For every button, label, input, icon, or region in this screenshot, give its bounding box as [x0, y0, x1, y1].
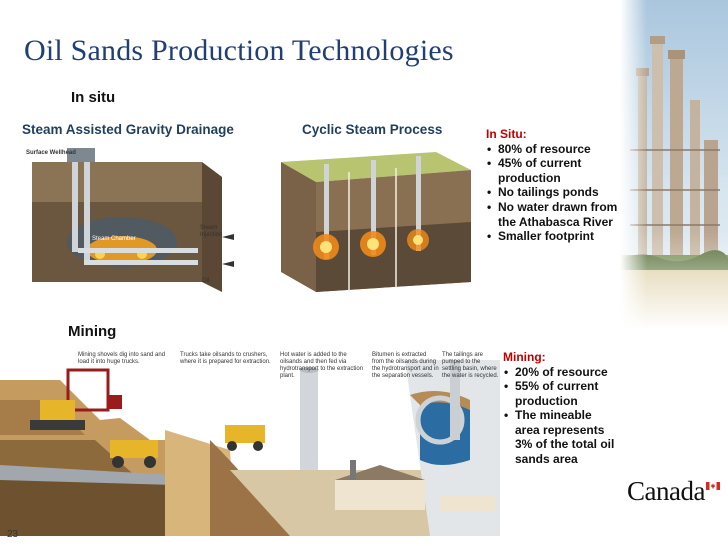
- refinery-photo: [620, 0, 728, 330]
- mining-caption-4: Bitumen is extracted from the oilsands d…: [372, 352, 439, 379]
- list-item: 20% of resource: [503, 365, 618, 380]
- insitu-heading: In situ: [71, 89, 116, 106]
- list-item: No water drawn from the Athabasca River: [486, 200, 618, 229]
- canada-flag-icon: [706, 482, 720, 490]
- canada-wordmark: Canada: [627, 476, 705, 506]
- slide-title: Oil Sands Production Technologies: [24, 34, 454, 67]
- mining-caption-1: Mining shovels dig into sand and load it…: [78, 352, 166, 365]
- sagd-title: Steam Assisted Gravity Drainage: [22, 122, 234, 137]
- mining-caption-2: Trucks take oilsands to crushers, where …: [180, 352, 271, 365]
- css-title: Cyclic Steam Process: [302, 122, 443, 137]
- page-number: 23: [7, 529, 19, 540]
- label-steam-chamber: Steam Chamber: [92, 236, 136, 242]
- mining-illustration: [0, 360, 500, 536]
- label-steam-injection: Steam Injection: [200, 225, 223, 238]
- list-item: Smaller footprint: [486, 229, 618, 244]
- list-item: The mineable area represents 3% of the t…: [503, 408, 618, 466]
- mining-bullets: Mining: 20% of resource 55% of current p…: [503, 350, 618, 466]
- insitu-bullets-heading: In Situ:: [486, 127, 527, 141]
- insitu-bullet-list: 80% of resource 45% of current productio…: [486, 142, 618, 244]
- mining-bullets-heading: Mining:: [503, 350, 546, 364]
- cyclic-steam-diagram: [281, 152, 471, 292]
- list-item: 55% of current production: [503, 379, 618, 408]
- list-item: No tailings ponds: [486, 185, 618, 200]
- list-item: 45% of current production: [486, 156, 618, 185]
- label-oil: Oil: [202, 278, 210, 284]
- mining-caption-3: Hot water is added to the oilsands and t…: [280, 352, 364, 379]
- mining-caption-5: The tailings are pumped to the settling …: [442, 352, 499, 379]
- list-item: 80% of resource: [486, 142, 618, 157]
- insitu-bullets: In Situ: 80% of resource 45% of current …: [486, 127, 618, 244]
- mining-heading: Mining: [68, 323, 117, 340]
- sagd-diagram: [32, 148, 234, 292]
- label-surface-wellhead: Surface Wellhead: [26, 150, 76, 156]
- mining-bullet-list: 20% of resource 55% of current productio…: [503, 365, 618, 467]
